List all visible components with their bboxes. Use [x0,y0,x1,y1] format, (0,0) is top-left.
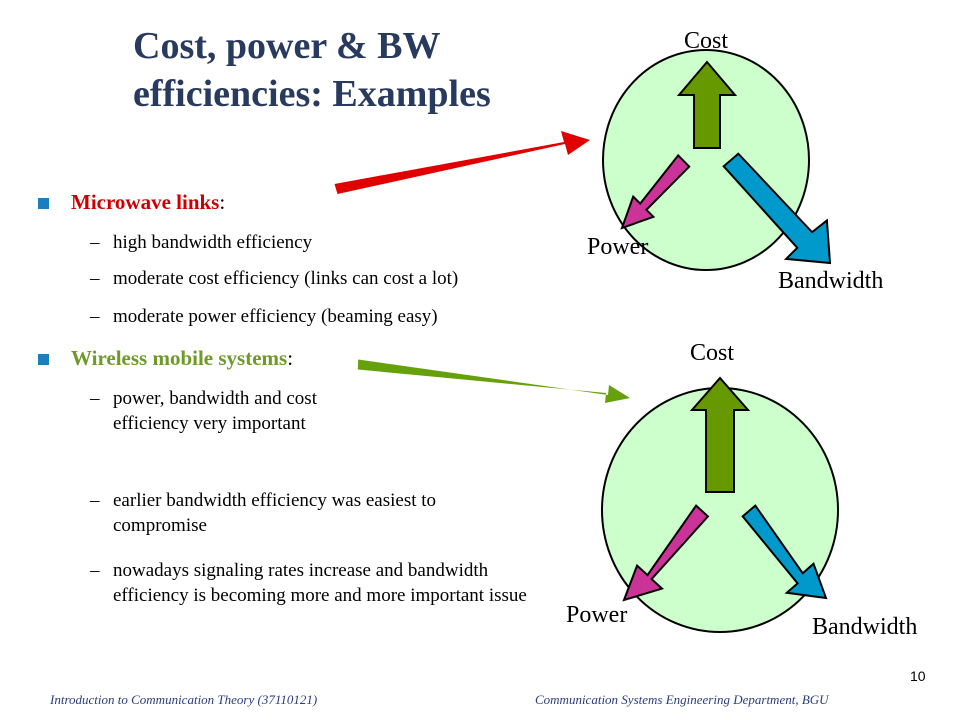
cost-label: Cost [690,340,735,366]
slide-title: Cost, power & BW efficiencies: Examples [133,25,491,115]
page-number: 10 [910,668,926,684]
footer-department: Communication Systems Engineering Depart… [535,692,829,707]
power-label: Power [566,602,628,628]
subitem: –earlier bandwidth efficiency was easies… [90,490,437,536]
footer-course: Introduction to Communication Theory (37… [50,692,318,707]
bullet-square-icon [38,354,49,365]
bullet-colon: : [219,190,226,214]
cost-arrow [689,376,751,493]
bandwidth-label: Bandwidth [812,614,918,640]
bandwidth-arrow [741,504,828,600]
bullet-wireless-mobile-systems: Wireless mobile systems: [38,346,293,371]
subitem: –power, bandwidth and cost efficiency ve… [90,388,317,434]
pointer-arrow-green [357,359,630,403]
bullet-colon: : [287,346,294,370]
bullet-microwave-links: Microwave links: [38,190,225,215]
bandwidth-arrow [722,152,832,265]
power-arrow [620,153,691,230]
bullet-label: Wireless mobile systems [71,346,288,370]
diagram-circle [602,49,810,271]
subitem: –moderate cost efficiency (links can cos… [90,268,459,289]
pointer-arrow-red [334,131,590,194]
efficiency-diagram-wireless [601,376,839,633]
bullet-square-icon [38,198,49,209]
bandwidth-label: Bandwidth [778,268,884,294]
cost-arrow [676,60,738,149]
bullet-label: Microwave links [71,190,220,214]
power-arrow [622,504,710,602]
subitem: –high bandwidth efficiency [90,232,313,253]
cost-label: Cost [684,28,729,54]
efficiency-diagram-microwave [602,49,832,271]
subitem: –nowadays signaling rates increase and b… [90,560,527,606]
power-label: Power [587,234,649,260]
subitem: –moderate power efficiency (beaming easy… [90,306,438,327]
